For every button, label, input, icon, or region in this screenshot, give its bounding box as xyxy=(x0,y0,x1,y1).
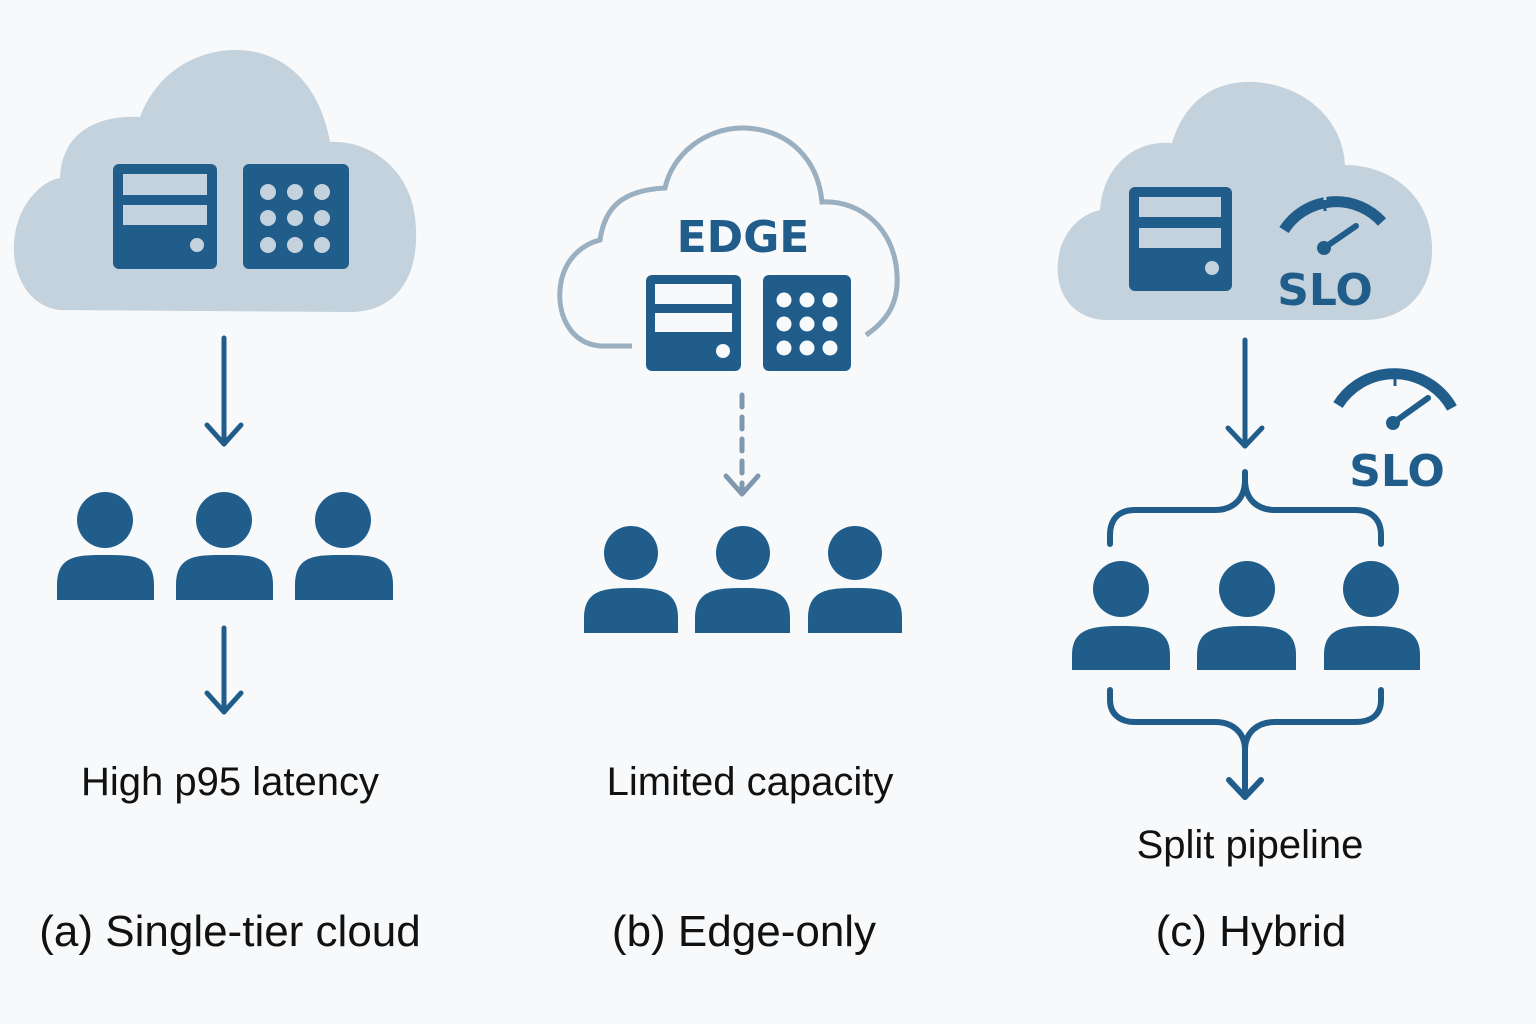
user-icon xyxy=(1072,561,1170,670)
panel-a xyxy=(13,50,417,715)
users-group-a xyxy=(57,492,393,600)
arrow-down-icon xyxy=(204,335,244,447)
panel-b: EDGE xyxy=(557,125,902,633)
user-icon xyxy=(695,526,790,633)
edge-cloud-outline xyxy=(557,125,900,349)
user-icon xyxy=(808,526,902,633)
users-group-c xyxy=(1072,561,1420,670)
dashed-arrow-down-icon xyxy=(723,392,761,497)
panel-c: SLO SLO xyxy=(1057,81,1457,800)
user-icon xyxy=(57,492,154,600)
cpu-grid-icon xyxy=(243,164,349,269)
user-icon xyxy=(295,492,393,600)
cloud-shape xyxy=(1057,81,1433,320)
server-icon xyxy=(646,275,741,371)
users-group-b xyxy=(584,526,902,633)
outcome-label-c: Split pipeline xyxy=(1136,823,1364,867)
cloud-a xyxy=(13,50,417,312)
edge-cloud-label: EDGE xyxy=(677,212,810,263)
side-gauge-icon xyxy=(1333,368,1457,430)
split-brace-top xyxy=(1107,469,1384,547)
panel-caption-c: (c) Hybrid xyxy=(1155,907,1347,956)
server-icon xyxy=(1129,187,1232,291)
gauge-icon xyxy=(1279,196,1387,255)
arrow-down-icon xyxy=(204,625,244,715)
cpu-grid-icon xyxy=(763,275,851,371)
user-icon xyxy=(1197,561,1296,670)
server-icon xyxy=(113,164,217,269)
arrow-down-icon xyxy=(1225,337,1265,449)
side-slo-label: SLO xyxy=(1349,446,1445,497)
cloud-c: SLO xyxy=(1057,81,1433,320)
outcome-label-b: Limited capacity xyxy=(606,760,894,804)
user-icon xyxy=(584,526,678,633)
panel-caption-b: (b) Edge-only xyxy=(611,907,877,956)
user-icon xyxy=(1324,561,1420,670)
outcome-label-a: High p95 latency xyxy=(81,760,379,804)
panel-caption-a: (a) Single-tier cloud xyxy=(39,907,421,956)
user-icon xyxy=(176,492,273,600)
split-brace-bottom xyxy=(1107,687,1384,800)
cloud-slo-label: SLO xyxy=(1277,265,1373,316)
